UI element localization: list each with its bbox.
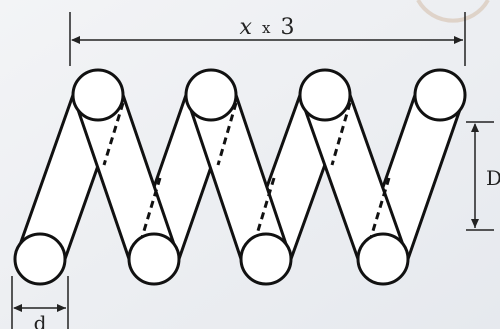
wire-sections [13, 68, 467, 286]
corner-decoration [416, 0, 490, 23]
hidden-edge-3 [216, 102, 238, 166]
pitch-label-operator: x [262, 19, 271, 37]
coil-diameter-dimension [466, 121, 494, 231]
wire-section-bottom-1 [13, 232, 67, 286]
hidden-edge-1 [102, 102, 125, 166]
hidden-edge-5 [330, 102, 352, 166]
pitch-dimension [69, 12, 466, 66]
wire-section-bottom-2 [127, 232, 181, 286]
pitch-label-variable: x [240, 15, 253, 40]
pitch-label: x x 3 [240, 14, 295, 40]
wire-section-top-4 [413, 68, 467, 122]
wire-section-bottom-4 [356, 232, 410, 286]
hidden-edges [102, 102, 391, 245]
wire-diameter-dimension [11, 276, 69, 329]
wire-diameter-label: d [34, 311, 47, 329]
wire-section-bottom-3 [239, 232, 293, 286]
coil-diameter-label: D [486, 166, 500, 190]
wire-section-top-1 [71, 68, 125, 122]
wire-section-top-3 [298, 68, 352, 122]
wire-section-top-2 [184, 68, 238, 122]
pitch-label-count: 3 [280, 15, 294, 40]
